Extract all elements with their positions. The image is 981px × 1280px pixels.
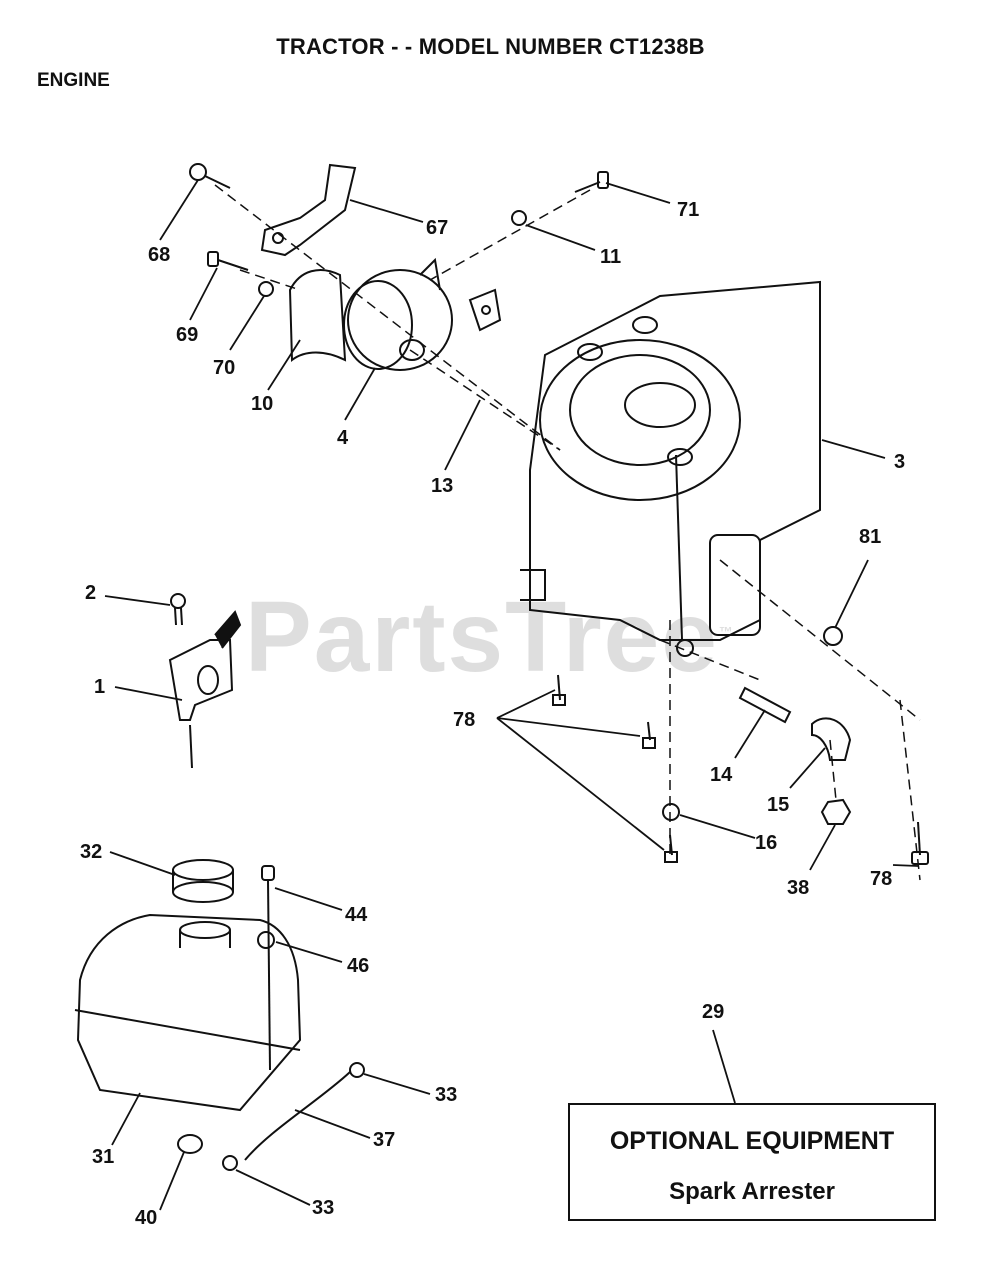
callout-32: 32 — [80, 841, 103, 863]
callout-2: 2 — [85, 582, 97, 604]
callout-33b: 33 — [312, 1197, 335, 1219]
throttle-control-1-icon — [168, 610, 242, 769]
optional-equipment-title: OPTIONAL EQUIPMENT — [609, 1127, 895, 1155]
fuel-cap-32-icon — [172, 859, 234, 903]
callout-1: 1 — [94, 676, 106, 698]
screw-78-icon — [552, 674, 678, 863]
callout-38: 38 — [787, 877, 810, 899]
assembly-lines — [214, 184, 921, 881]
callout-29: 29 — [702, 1001, 725, 1023]
callout-11: 11 — [600, 246, 622, 268]
leader-lines — [104, 179, 919, 1211]
bolt-71-icon — [574, 171, 609, 193]
screw-44-icon — [261, 865, 275, 1071]
callout-68: 68 — [148, 244, 171, 266]
callout-37: 37 — [373, 1129, 396, 1151]
optional-equipment-box: OPTIONAL EQUIPMENT Spark Arrester — [568, 1103, 936, 1221]
heat-shield-10-icon — [288, 269, 347, 362]
elbow-15-icon — [811, 717, 852, 761]
gasket-13-icon — [468, 288, 502, 332]
fuel-tank-31-icon — [74, 913, 302, 1112]
muffler-bracket-67-icon — [260, 163, 357, 257]
callout-10: 10 — [251, 393, 274, 415]
clamp-33b-icon — [222, 1155, 238, 1171]
callout-81: 81 — [859, 526, 882, 548]
callout-4: 4 — [337, 427, 349, 449]
callout-71: 71 — [677, 199, 700, 221]
callout-40: 40 — [135, 1207, 158, 1229]
lockwasher-11-icon — [511, 210, 527, 226]
bolt-69-icon — [207, 251, 249, 271]
callout-15: 15 — [767, 794, 790, 816]
washer-70-icon — [258, 281, 274, 297]
clamp-33-icon — [349, 1062, 365, 1078]
callout-70: 70 — [213, 357, 236, 379]
muffler-4-icon — [343, 257, 453, 371]
washer-46-icon — [257, 931, 275, 949]
callout-67: 67 — [426, 217, 449, 239]
callout-13: 13 — [431, 475, 454, 497]
section-title: ENGINE — [37, 70, 110, 91]
screw-2-icon — [170, 593, 186, 626]
pipe-nipple-14-icon — [738, 686, 792, 724]
washer-16-icon — [662, 803, 680, 821]
callout-46: 46 — [347, 955, 370, 977]
callout-69: 69 — [176, 324, 199, 346]
nut-81-icon — [823, 626, 843, 646]
callout-33a: 33 — [435, 1084, 458, 1106]
nut-38-icon — [820, 798, 852, 825]
callout-16: 16 — [755, 832, 778, 854]
callout-14: 14 — [710, 764, 733, 786]
callout-31: 31 — [92, 1146, 115, 1168]
fuel-line-37-icon — [244, 1071, 351, 1161]
watermark: PartsTree™ — [245, 580, 735, 695]
bolt-78-icon — [911, 821, 929, 865]
callout-78b: 78 — [870, 868, 893, 890]
callout-3: 3 — [894, 451, 906, 473]
bushing-40-icon — [177, 1134, 203, 1154]
engine-3-icon — [520, 280, 821, 657]
callout-78a: 78 — [453, 709, 476, 731]
page-title: TRACTOR - - MODEL NUMBER CT1238B — [276, 34, 705, 59]
optional-equipment-item: Spark Arrester — [669, 1178, 835, 1205]
callout-44: 44 — [345, 904, 368, 926]
watermark-text: PartsTree — [245, 581, 719, 693]
